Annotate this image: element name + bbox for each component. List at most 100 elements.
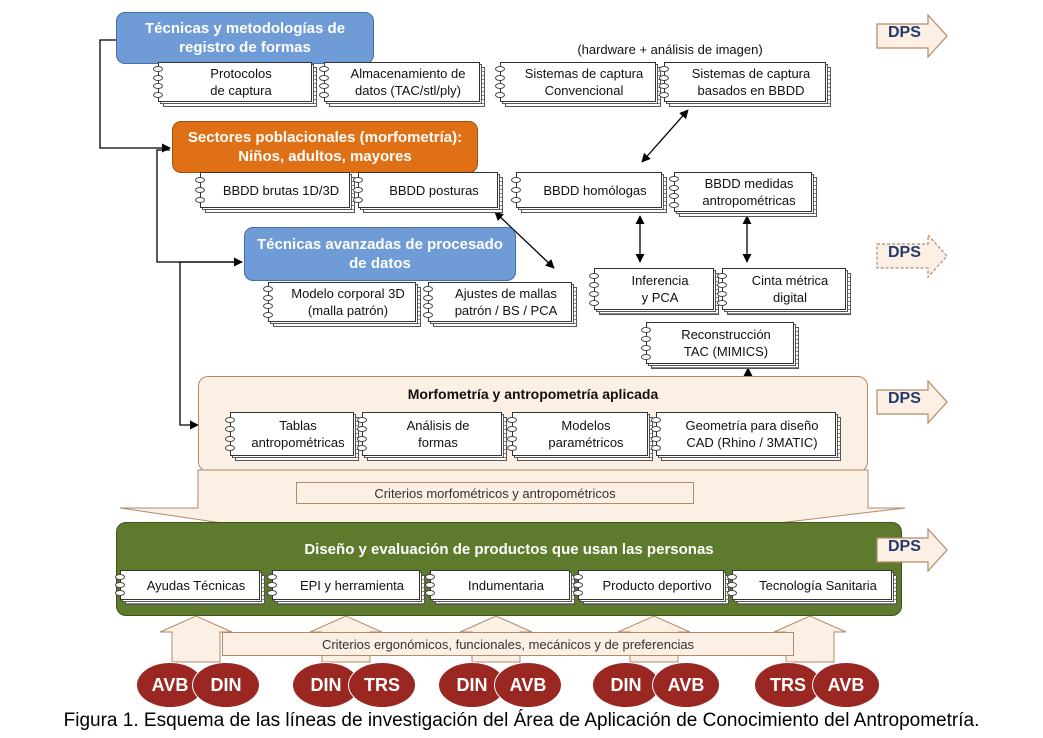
card-epi: EPI y herramienta: [267, 570, 425, 605]
spiral-binding-icon: [357, 415, 369, 453]
card-text-line: BBDD brutas 1D/3D: [222, 182, 340, 198]
card-text-line: Convencional: [544, 83, 624, 98]
card-text-line: Modelos: [561, 418, 611, 433]
institution-badge: DIN: [192, 662, 260, 708]
card-text-line: Almacenamiento de: [350, 66, 466, 81]
card-text-line: digital: [773, 290, 807, 305]
card-text-line: patrón / BS / PCA: [454, 303, 558, 318]
card-tablas: Tablas antropométricas: [225, 412, 359, 461]
card-text-line: antropométricas: [702, 193, 796, 208]
card-text-line: datos (TAC/stl/ply): [355, 83, 461, 98]
dps-arrow: DPS: [876, 528, 948, 572]
card-tecnologia: Tecnología Sanitaria: [727, 570, 897, 605]
spiral-binding-icon: [641, 325, 653, 361]
spiral-binding-icon: [727, 573, 739, 597]
spiral-binding-icon: [651, 415, 663, 453]
card-text-line: Sistemas de captura: [524, 66, 644, 81]
spiral-binding-icon: [589, 271, 601, 307]
spiral-binding-icon: [263, 285, 275, 319]
dps-arrow: DPS: [876, 234, 948, 278]
card-almacenamiento: Almacenamiento de datos (TAC/stl/ply): [319, 62, 485, 107]
criterios-ergonomicos-banner: Criterios ergonómicos, funcionales, mecá…: [222, 632, 794, 656]
card-text-line: Indumentaria: [468, 577, 544, 593]
spiral-binding-icon: [195, 175, 207, 205]
dps-label: DPS: [888, 538, 921, 555]
card-modelo-corporal: Modelo corporal 3D (malla patrón): [263, 282, 421, 327]
card-text-line: Ayudas Técnicas: [146, 577, 246, 593]
card-producto: Producto deportivo: [573, 570, 729, 605]
card-ajustes-mallas: Ajustes de mallas patrón / BS / PCA: [423, 282, 577, 327]
hardware-note: (hardware + análisis de imagen): [577, 42, 763, 57]
morfometria-title: Morfometría y antropometría aplicada: [407, 386, 659, 402]
spiral-binding-icon: [507, 415, 519, 453]
spiral-binding-icon: [225, 415, 237, 453]
dps-label: DPS: [888, 244, 921, 261]
card-text-line: BBDD posturas: [389, 182, 479, 198]
figure-caption: Figura 1. Esquema de las líneas de inves…: [63, 710, 980, 731]
spiral-binding-icon: [425, 573, 437, 597]
card-text-line: (malla patrón): [307, 303, 389, 318]
card-text-line: antropométricas: [251, 435, 345, 450]
spiral-binding-icon: [717, 271, 729, 307]
institution-badge: DIN: [438, 662, 506, 708]
spiral-binding-icon: [669, 175, 681, 209]
spiral-binding-icon: [423, 285, 435, 319]
institution-badge: TRS: [348, 662, 416, 708]
institution-badge: DIN: [592, 662, 660, 708]
institution-badge: AVB: [812, 662, 880, 708]
card-text-line: TAC (MIMICS): [683, 344, 769, 359]
card-text-line: formas: [418, 435, 458, 450]
dps-arrow: DPS: [876, 380, 948, 424]
dps-label: DPS: [888, 390, 921, 407]
card-text-line: Producto deportivo: [602, 577, 712, 593]
card-text-line: y PCA: [641, 290, 679, 305]
header-sectores-poblacionales: Sectores poblacionales (morfometría):Niñ…: [172, 121, 478, 173]
spiral-binding-icon: [353, 175, 365, 205]
card-text-line: BBDD medidas: [704, 176, 794, 191]
card-text-line: paramétricos: [548, 435, 624, 450]
card-text-line: Reconstrucción: [681, 327, 771, 342]
card-text-line: BBDD homólogas: [543, 182, 647, 198]
institution-badge: TRS: [754, 662, 822, 708]
spiral-binding-icon: [115, 573, 127, 597]
card-modelos: Modelos paramétricos: [507, 412, 653, 461]
institution-badge: DIN: [292, 662, 360, 708]
spiral-binding-icon: [573, 573, 585, 597]
card-bbdd-homologas: BBDD homólogas: [511, 172, 667, 213]
diseno-title: Diseño y evaluación de productos que usa…: [304, 541, 714, 558]
card-text-line: Tecnología Sanitaria: [759, 577, 877, 593]
card-text-line: Cinta métrica: [751, 273, 829, 288]
card-text-line: Sistemas de captura: [691, 66, 811, 81]
spiral-binding-icon: [495, 65, 507, 99]
card-text-line: Ajustes de mallas: [455, 286, 557, 301]
dps-label: DPS: [888, 24, 921, 41]
card-bbdd-medidas: BBDD medidas antropométricas: [669, 172, 817, 217]
institution-badge: AVB: [652, 662, 720, 708]
card-text-line: Geometría para diseño: [685, 418, 819, 433]
spiral-binding-icon: [319, 65, 331, 99]
card-text-line: de captura: [210, 83, 272, 98]
card-text-line: Tablas: [279, 418, 317, 433]
card-text-line: CAD (Rhino / 3MATIC): [686, 435, 818, 450]
spiral-binding-icon: [267, 573, 279, 597]
card-ayudas: Ayudas Técnicas: [115, 570, 265, 605]
criterios-morfometricos-banner: Criterios morfométricos y antropométrico…: [296, 482, 694, 504]
institution-badge: AVB: [494, 662, 562, 708]
card-text-line: EPI y herramienta: [299, 577, 405, 593]
card-bbdd-brutas: BBDD brutas 1D/3D: [195, 172, 355, 213]
card-indumentaria: Indumentaria: [425, 570, 575, 605]
card-bbdd-posturas: BBDD posturas: [353, 172, 503, 213]
card-text-line: Modelo corporal 3D: [291, 286, 405, 301]
dps-arrow: DPS: [876, 14, 948, 58]
spiral-binding-icon: [659, 65, 671, 99]
